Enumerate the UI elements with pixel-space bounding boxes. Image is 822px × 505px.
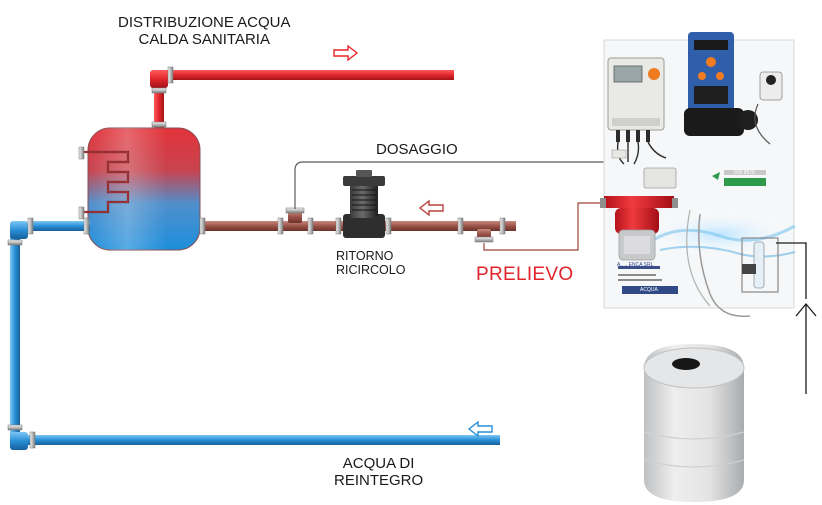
return-label-line2: RICIRCOLO [336,263,406,278]
boiler-tank [78,127,201,251]
hot-water-distribution-label: DISTRIBUZIONE ACQUA CALDA SANITARIA [118,14,291,49]
tank-icon [643,344,745,502]
pump-icon [343,170,385,238]
hot-water-pipe [150,66,454,130]
return-recirculation-label: RITORNO RICIRCOLO [336,249,405,278]
sampling-valve-icon [474,229,494,243]
makeup-water-label: ACQUA DI REINTEGRO [334,455,423,490]
panel-brand: ACQUA [640,287,658,293]
dosing-label: DOSAGGIO [376,141,458,158]
dosing-line [294,161,609,209]
panel-company: A.. .. ENCA SRL [617,262,654,268]
flow-arrow-left-icon [467,420,493,438]
hot-water-label-line2: CALDA SANITARIA [138,31,270,49]
sampling-label: PRELIEVO [476,264,574,285]
panel-phone: 039 8578 [734,170,755,176]
hot-water-label-line1: DISTRIBUZIONE ACQUA [118,14,291,31]
dosing-valve-icon [285,207,305,223]
makeup-label-line2: REINTEGRO [334,472,424,490]
makeup-label-line1: ACQUA DI [342,455,415,472]
return-label-line1: RITORNO [336,249,394,263]
treatment-panel [600,32,798,318]
flow-arrow-left-icon [418,199,444,217]
drain-line [776,242,817,394]
makeup-water-pipe [7,217,500,450]
sampling-line [483,202,604,251]
flow-arrow-right-icon [333,44,359,62]
